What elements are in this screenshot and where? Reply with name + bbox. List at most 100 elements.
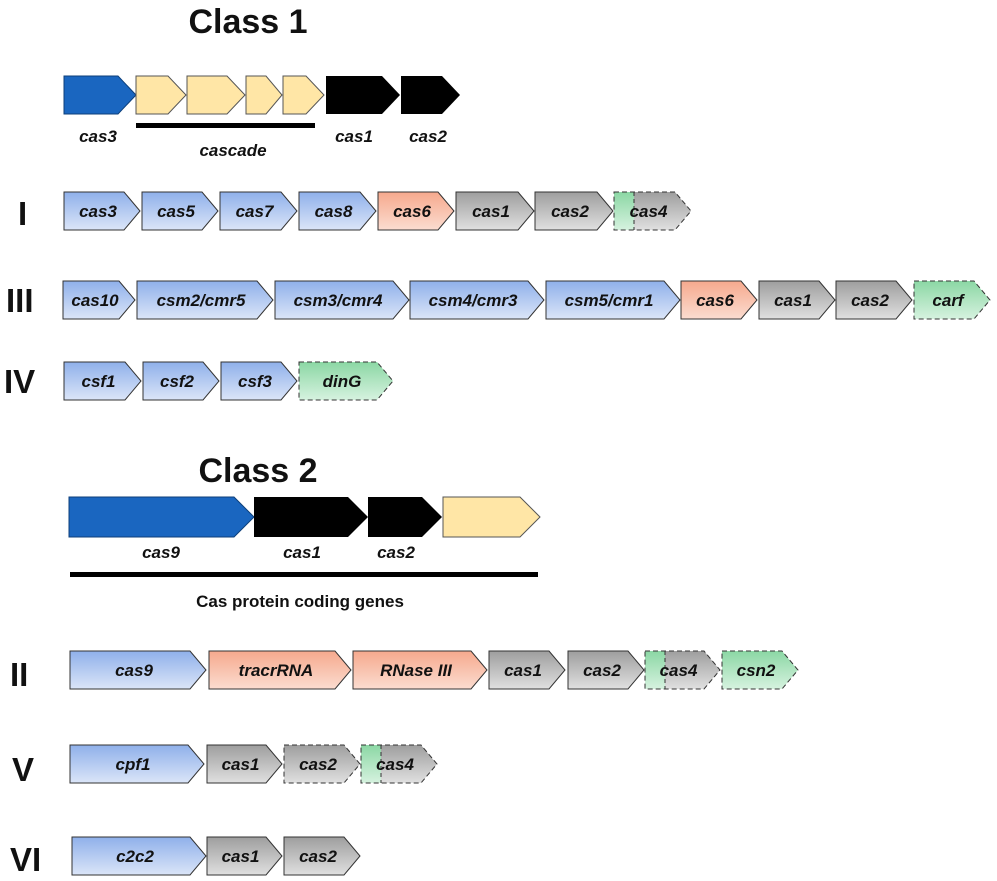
gene-label: csm2/cmr5 xyxy=(157,291,246,310)
gene-csm2-cmr5-type-iii: csm2/cmr5 xyxy=(136,280,274,320)
class1-cascade-bar xyxy=(136,123,315,128)
gene-label: cas1 xyxy=(222,755,260,774)
gene-label: cas9 xyxy=(115,661,153,680)
gene-arrow xyxy=(534,191,614,231)
gene-label: cas2 xyxy=(851,291,889,310)
gene-label: cas1 xyxy=(222,847,260,866)
type-label-iii: III xyxy=(6,282,34,319)
gene-label: csf3 xyxy=(238,372,273,391)
gene-cas1-type-iii: cas1 xyxy=(758,280,836,320)
gene-label: cas2 xyxy=(551,202,589,221)
type-label-iv: IV xyxy=(4,363,35,400)
gene-label: cas4 xyxy=(660,661,698,680)
class1-schematic: cas3 cascade cas1 cas2 xyxy=(63,75,460,160)
gene-arrow xyxy=(208,650,352,690)
gene-label: csn2 xyxy=(737,661,776,680)
class2-cas2-arrow xyxy=(368,497,442,537)
gene-arrow xyxy=(274,280,410,320)
type-row-ii: II cas9 tracrRNA RNase III cas1 cas2 cas4 csn2 xyxy=(10,650,799,693)
gene-cas9-type-ii: cas9 xyxy=(69,650,207,690)
gene-arrow xyxy=(758,280,836,320)
gene-csf2-type-iv: csf2 xyxy=(142,361,220,401)
gene-cas3-type-i: cas3 xyxy=(63,191,141,231)
gene-label: cas4 xyxy=(630,202,668,221)
gene-cas7-type-i: cas7 xyxy=(219,191,298,231)
gene-label: csm5/cmr1 xyxy=(565,291,654,310)
gene-label: dinG xyxy=(323,372,362,391)
gene-csm5-cmr1-type-iii: csm5/cmr1 xyxy=(545,280,681,320)
gene-label: cas6 xyxy=(393,202,431,221)
gene-label: cas5 xyxy=(157,202,195,221)
class1-cascade-arrow-4 xyxy=(282,75,325,115)
gene-cas1-type-vi: cas1 xyxy=(206,836,283,876)
gene-arrow xyxy=(409,280,545,320)
gene-arrow xyxy=(377,191,455,231)
gene-arrow xyxy=(219,191,298,231)
gene-arrow xyxy=(455,191,535,231)
class2-schematic: cas9 cas1 cas2 Cas protein coding genes xyxy=(68,496,541,611)
class1-cascade-arrow-3 xyxy=(245,75,283,115)
gene-cas6-type-iii: cas6 xyxy=(680,280,758,320)
gene-arrow xyxy=(283,836,361,876)
gene-arrow xyxy=(71,836,207,876)
type-label-ii: II xyxy=(10,656,28,693)
gene-label: cas2 xyxy=(299,847,337,866)
gene-label: cas7 xyxy=(236,202,275,221)
gene-arrow xyxy=(913,280,991,320)
gene-rnase-iii-type-ii: RNase III xyxy=(352,650,488,690)
gene-label: csm3/cmr4 xyxy=(294,291,383,310)
gene-cas2-type-vi: cas2 xyxy=(283,836,361,876)
gene-arrow xyxy=(69,650,207,690)
gene-label: cas1 xyxy=(504,661,542,680)
gene-cas4-type-ii: cas4 xyxy=(644,650,721,690)
class1-cas2-arrow xyxy=(401,76,460,114)
gene-tracrrna-type-ii: tracrRNA xyxy=(208,650,352,690)
type-label-i: I xyxy=(18,195,27,232)
type-row-iv: IV csf1 csf2 csf3 dinG xyxy=(4,361,394,401)
gene-arrow xyxy=(142,361,220,401)
gene-arrow xyxy=(721,650,799,690)
gene-arrow xyxy=(69,744,205,784)
gene-cas2-type-ii: cas2 xyxy=(567,650,645,690)
gene-label: RNase III xyxy=(380,661,453,680)
gene-arrow xyxy=(567,650,645,690)
class1-cascade-arrow-1 xyxy=(135,75,187,115)
gene-cas5-type-i: cas5 xyxy=(141,191,219,231)
gene-arrow xyxy=(220,361,298,401)
gene-label: cas6 xyxy=(696,291,734,310)
gene-csm3-cmr4-type-iii: csm3/cmr4 xyxy=(274,280,410,320)
gene-label: cas8 xyxy=(315,202,353,221)
gene-c2c2-type-vi: c2c2 xyxy=(71,836,207,876)
gene-arrow xyxy=(644,650,721,690)
gene-label: cas2 xyxy=(299,755,337,774)
gene-arrow xyxy=(206,836,283,876)
gene-arrow xyxy=(352,650,488,690)
gene-cas8-type-i: cas8 xyxy=(298,191,377,231)
gene-label: csf1 xyxy=(81,372,115,391)
gene-cas2-type-v: cas2 xyxy=(283,744,361,784)
class1-title: Class 1 xyxy=(188,3,307,41)
class2-cas9-arrow xyxy=(68,496,255,538)
gene-cas4-type-v: cas4 xyxy=(360,744,438,784)
gene-label: cas2 xyxy=(583,661,621,680)
class1-cas3-label: cas3 xyxy=(79,127,117,146)
gene-label: cas1 xyxy=(774,291,812,310)
class1-cascade-arrow-2 xyxy=(186,75,246,115)
gene-arrow xyxy=(206,744,283,784)
gene-arrow xyxy=(298,191,377,231)
class2-cas1-arrow xyxy=(254,497,368,537)
gene-csm4-cmr3-type-iii: csm4/cmr3 xyxy=(409,280,545,320)
type-label-v: V xyxy=(12,751,34,788)
gene-arrow xyxy=(488,650,566,690)
gene-cpf1-type-v: cpf1 xyxy=(69,744,205,784)
gene-label: csf2 xyxy=(160,372,195,391)
gene-cas2-type-iii: cas2 xyxy=(835,280,913,320)
gene-cas6-type-i: cas6 xyxy=(377,191,455,231)
class2-coding-genes-bar xyxy=(70,572,538,577)
gene-cas1-type-i: cas1 xyxy=(455,191,535,231)
gene-label: carf xyxy=(932,291,966,310)
